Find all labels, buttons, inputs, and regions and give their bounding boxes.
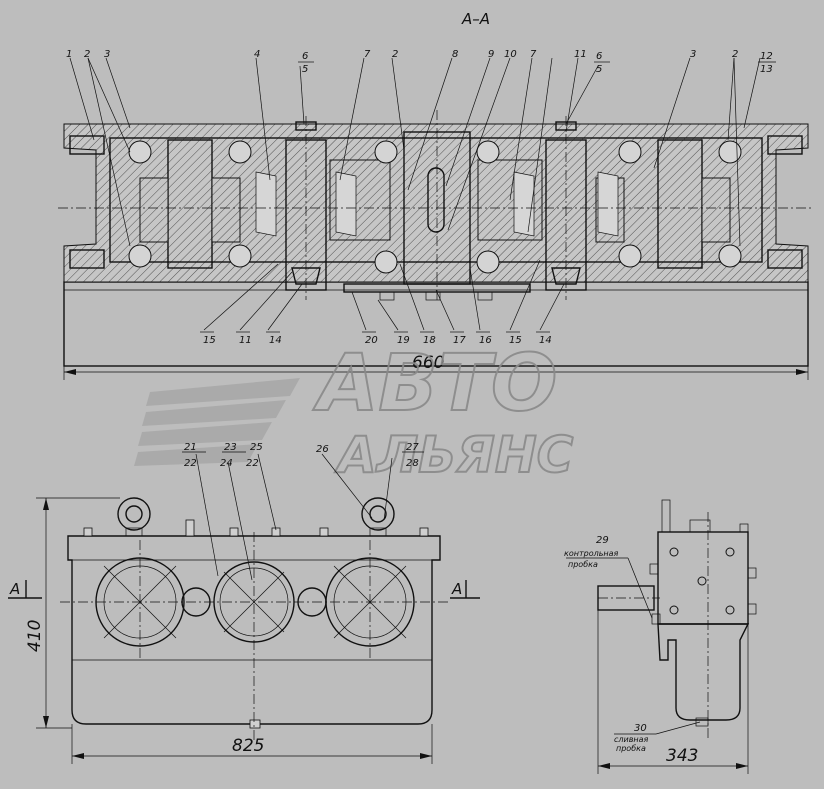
- svg-text:15: 15: [509, 335, 522, 346]
- svg-text:14: 14: [269, 335, 282, 346]
- svg-text:30: 30: [634, 723, 647, 734]
- section-marker-left: А: [8, 580, 42, 599]
- control-plug-note: 29 контрольная пробка: [564, 535, 653, 619]
- svg-text:14: 14: [539, 335, 552, 346]
- svg-text:19: 19: [397, 335, 410, 346]
- drain-plug-note: 30 сливная пробка: [614, 721, 701, 753]
- dim-410: 410: [25, 620, 45, 652]
- svg-text:сливная: сливная: [614, 735, 649, 744]
- top-leaders: [69, 57, 776, 247]
- svg-text:22: 22: [246, 458, 259, 469]
- svg-text:28: 28: [406, 458, 419, 469]
- height-dimension: 410: [25, 497, 120, 729]
- svg-text:2: 2: [732, 49, 738, 60]
- bearings: [128, 140, 742, 274]
- svg-text:20: 20: [365, 335, 378, 346]
- housing-cavity: [109, 137, 763, 263]
- svg-text:21: 21: [184, 442, 197, 453]
- svg-text:5: 5: [596, 64, 602, 75]
- cap: [295, 121, 317, 131]
- right-cover-bolt-bottom: [767, 249, 803, 269]
- svg-text:15: 15: [203, 335, 216, 346]
- watermark-logo-mark: [134, 378, 300, 466]
- svg-text:контрольная: контрольная: [564, 549, 619, 558]
- gear-block: [211, 177, 241, 243]
- svg-text:6: 6: [302, 51, 308, 62]
- width-dimension: 825: [71, 724, 433, 764]
- keyway: [427, 167, 445, 233]
- svg-text:А: А: [9, 580, 20, 598]
- svg-text:пробка: пробка: [616, 744, 646, 753]
- section-marker-right: А: [450, 580, 480, 599]
- svg-text:12: 12: [760, 51, 773, 62]
- watermark: АВТО АЛЬЯНС: [134, 338, 575, 485]
- svg-text:2: 2: [392, 49, 398, 60]
- svg-text:22: 22: [184, 458, 197, 469]
- watermark-line1: АВТО: [312, 339, 557, 429]
- gear-block: [139, 177, 169, 243]
- svg-text:пробка: пробка: [568, 560, 598, 569]
- dim-825: 825: [232, 736, 264, 756]
- plug: [551, 267, 581, 285]
- gear-block: [701, 177, 731, 243]
- svg-text:13: 13: [760, 64, 773, 75]
- lifting-eye-right: [361, 497, 395, 531]
- svg-text:1: 1: [66, 49, 72, 60]
- svg-text:16: 16: [479, 335, 492, 346]
- svg-text:11: 11: [239, 335, 252, 346]
- housing-section: [63, 123, 809, 283]
- svg-text:2: 2: [84, 49, 90, 60]
- side-lower-body: [657, 623, 750, 721]
- lifting-eye-left: [117, 497, 151, 531]
- svg-text:3: 3: [104, 49, 110, 60]
- svg-text:25: 25: [250, 442, 263, 453]
- front-leaders: [182, 451, 424, 581]
- svg-text:7: 7: [530, 49, 537, 60]
- svg-text:6: 6: [596, 51, 602, 62]
- svg-text:11: 11: [574, 49, 587, 60]
- svg-text:7: 7: [364, 49, 371, 60]
- svg-text:29: 29: [596, 535, 609, 546]
- svg-text:4: 4: [254, 49, 260, 60]
- svg-text:26: 26: [316, 444, 329, 455]
- section-view: А–А: [58, 10, 814, 380]
- right-cover-bolt-top: [767, 135, 803, 155]
- side-upper-body: [657, 531, 749, 625]
- side-bolts: [669, 547, 735, 615]
- svg-text:5: 5: [302, 64, 308, 75]
- svg-text:18: 18: [423, 335, 436, 346]
- svg-text:17: 17: [453, 335, 466, 346]
- svg-text:8: 8: [452, 49, 458, 60]
- dim-343: 343: [666, 746, 698, 766]
- svg-text:А: А: [451, 580, 462, 598]
- top-callouts: 1 2 3 4 6 5 7 2 8 9 10 7 11 6 5 3 2 12 1…: [66, 49, 773, 75]
- svg-text:23: 23: [224, 442, 237, 453]
- section-title: А–А: [461, 10, 490, 28]
- side-view: 29 контрольная пробка 30 сливная пробка …: [564, 499, 757, 774]
- side-width-dimension: 343: [597, 610, 749, 774]
- watermark-line2: АЛЬЯНС: [334, 426, 574, 484]
- left-cover-bolt-top: [69, 135, 105, 155]
- front-callouts: 21 22 23 24 25 22 26 27 28: [184, 442, 419, 469]
- tapered-roller-bearings: [255, 171, 619, 237]
- svg-text:24: 24: [220, 458, 233, 469]
- svg-text:10: 10: [504, 49, 517, 60]
- front-housing: [67, 535, 441, 725]
- svg-text:9: 9: [488, 49, 494, 60]
- bottom-leaders: [200, 259, 565, 333]
- bottom-callouts: 15 11 14 20 19 18 17 16 15 14: [203, 335, 552, 346]
- svg-text:27: 27: [406, 442, 419, 453]
- left-cover-bolt-bottom: [69, 249, 105, 269]
- length-dimension: 660: [63, 290, 809, 380]
- dim-660: 660: [412, 353, 444, 373]
- top-bolts: [83, 519, 429, 729]
- front-view: А А 21 22 23 24 25 22 26 27 28: [8, 442, 480, 764]
- svg-text:3: 3: [690, 49, 696, 60]
- plug: [291, 267, 321, 285]
